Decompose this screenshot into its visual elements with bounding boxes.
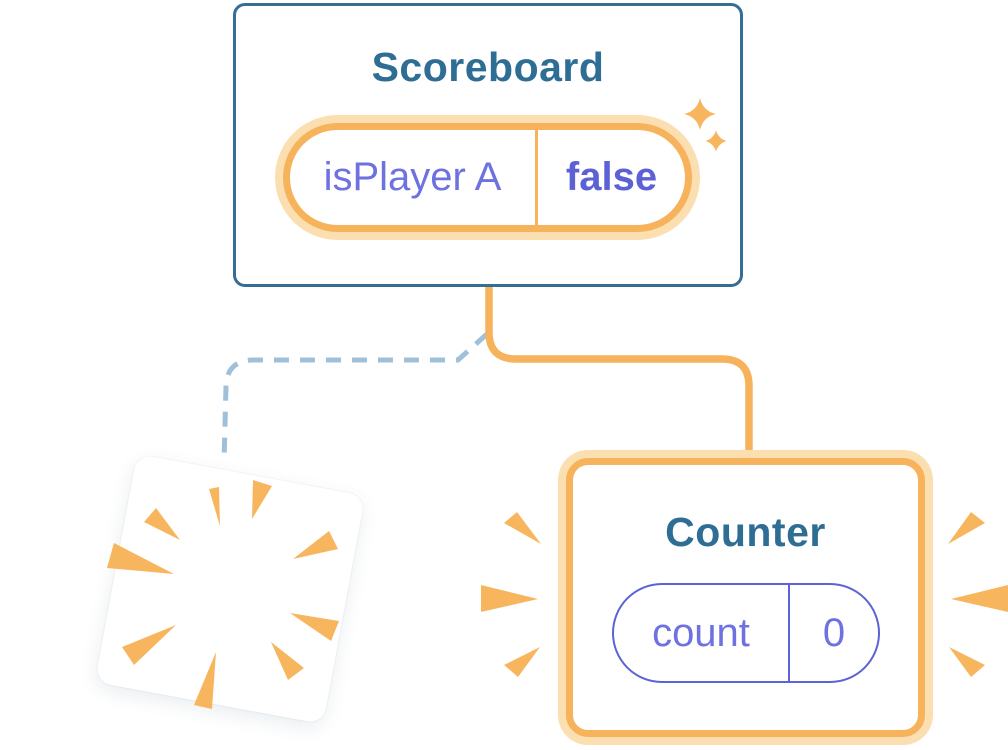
destroyed-component-card [94,453,366,725]
counter-state-name: count [652,610,750,655]
counter-card: Counter count 0 [566,458,925,737]
removed-edge-dashed [221,332,489,464]
active-edge [485,282,753,464]
scoreboard-title: Scoreboard [371,44,605,90]
counter-state-value: 0 [788,585,878,681]
emphasis-marks-right-icon [948,512,1008,677]
scoreboard-state-pill: isPlayer A false [283,123,692,232]
scoreboard-state-value: false [535,130,685,225]
counter-state-pill: count 0 [612,583,880,683]
counter-title: Counter [665,509,826,555]
emphasis-marks-left-icon [481,512,541,677]
scoreboard-card: Scoreboard isPlayer A false [233,3,743,287]
scoreboard-state-name: isPlayer A [323,155,502,199]
